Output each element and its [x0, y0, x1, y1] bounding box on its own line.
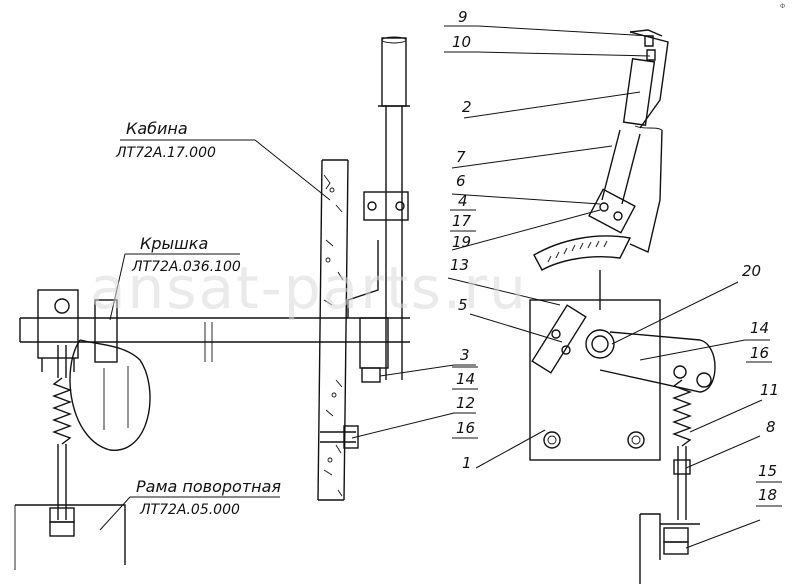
caption-frame-code: ЛТ72А.05.000 [139, 502, 240, 518]
part-label-16-left: 16 [456, 419, 475, 437]
swivel-frame-plate [14, 504, 126, 570]
caption-frame-name: Рама поворотная [136, 477, 281, 496]
part-label-14-right: 14 [750, 319, 769, 337]
caption-cabin: Кабина ЛТ72А.17.000 [115, 119, 216, 161]
part-label-10: 10 [452, 33, 471, 51]
part-label-1: 1 [462, 454, 472, 472]
lever-handle [601, 29, 669, 253]
caption-cover-code: ЛТ72А.036.100 [131, 259, 241, 275]
part-label-8: 8 [766, 418, 776, 436]
part-labels: 9 10 2 7 6 4 17 19 13 5 20 14 16 3 14 12… [450, 8, 779, 504]
right-spring-rod [639, 379, 700, 584]
part-label-16-right: 16 [750, 344, 769, 362]
cabin-wall [317, 159, 349, 501]
lever-clamp [588, 188, 636, 234]
part-label-11: 11 [760, 381, 779, 399]
part-label-6: 6 [456, 172, 466, 190]
part-label-7: 7 [456, 148, 466, 166]
left-lever-bracket [37, 289, 151, 451]
corner-mark: Ф [780, 3, 785, 10]
caption-frame: Рама поворотная ЛТ72А.05.000 [136, 477, 281, 518]
lever-arm-20 [599, 331, 716, 393]
part-label-2: 2 [462, 98, 472, 116]
part-label-17: 17 [452, 212, 472, 230]
part-label-15: 15 [758, 462, 777, 480]
part-label-13: 13 [450, 256, 469, 274]
label-frames [450, 209, 782, 507]
caption-cover: Крышка ЛТ72А.036.100 [131, 234, 241, 275]
part-label-20: 20 [742, 262, 761, 280]
watermark: ansat-parts.ru [90, 254, 528, 322]
caption-cabin-code: ЛТ72А.17.000 [115, 145, 216, 161]
vertical-rod [347, 36, 410, 383]
left-spring-rod [49, 345, 75, 537]
quadrant-sector [533, 235, 632, 310]
part-label-18: 18 [758, 486, 777, 504]
base-plate-1 [529, 299, 661, 461]
leader-lines [99, 25, 770, 549]
pivot-hub [531, 304, 615, 374]
wall-bolt-12 [320, 425, 359, 449]
part-label-19: 19 [452, 233, 471, 251]
part-label-14-left: 14 [456, 370, 475, 388]
caption-cabin-name: Кабина [126, 119, 188, 138]
part-label-9: 9 [458, 8, 468, 26]
part-label-4: 4 [458, 192, 468, 210]
caption-cover-name: Крышка [140, 234, 208, 253]
part-label-12: 12 [456, 394, 475, 412]
part-label-5: 5 [458, 296, 468, 314]
part-label-3: 3 [460, 346, 470, 364]
